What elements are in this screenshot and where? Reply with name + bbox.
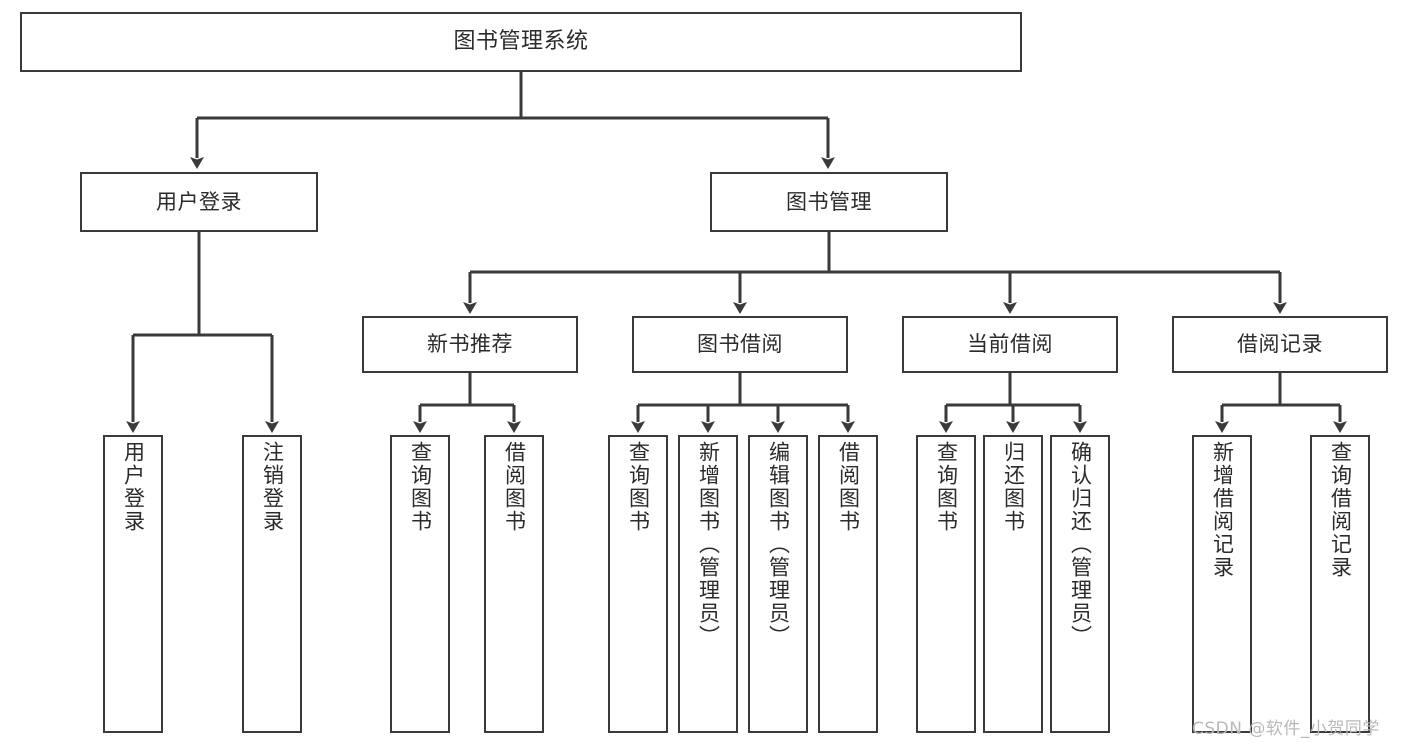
node-label: 图书管理系统 [453,29,589,55]
node-leaf-edit-book[interactable]: 编辑图书（管理员） [748,435,808,733]
node-label: 查询借阅记录 [1328,441,1353,579]
node-label: 用户登录 [121,441,146,533]
node-leaf-borrow-book-1[interactable]: 借阅图书 [484,435,544,733]
node-label: 查询图书 [408,441,433,533]
node-new-book-recommend[interactable]: 新书推荐 [362,316,578,373]
node-label: 借阅图书 [836,441,861,533]
node-label: 借阅记录 [1237,332,1323,357]
node-leaf-user-login[interactable]: 用户登录 [103,435,163,733]
node-leaf-query-record[interactable]: 查询借阅记录 [1310,435,1370,733]
node-book-management[interactable]: 图书管理 [710,172,948,232]
node-label: 新增借阅记录 [1210,441,1235,579]
node-leaf-add-book[interactable]: 新增图书（管理员） [678,435,738,733]
node-user-login[interactable]: 用户登录 [80,172,318,232]
node-label: 新书推荐 [427,332,513,357]
node-label: 当前借阅 [967,332,1053,357]
node-leaf-query-book-1[interactable]: 查询图书 [390,435,450,733]
node-book-management-system[interactable]: 图书管理系统 [20,12,1022,72]
node-book-borrow[interactable]: 图书借阅 [632,316,848,373]
node-leaf-add-record[interactable]: 新增借阅记录 [1192,435,1252,733]
node-label: 注销登录 [260,441,285,533]
node-label: 归还图书 [1001,441,1026,533]
node-leaf-query-book-2[interactable]: 查询图书 [608,435,668,733]
node-leaf-borrow-book-2[interactable]: 借阅图书 [818,435,878,733]
node-label: 新增图书（管理员） [696,441,721,648]
node-label: 借阅图书 [502,441,527,533]
node-label: 确认归还（管理员） [1068,441,1093,648]
node-label: 查询图书 [626,441,651,533]
node-label: 查询图书 [934,441,959,533]
node-label: 图书借阅 [697,332,783,357]
node-leaf-query-book-3[interactable]: 查询图书 [916,435,976,733]
node-current-borrow[interactable]: 当前借阅 [902,316,1118,373]
node-label: 用户登录 [156,189,242,214]
node-label: 编辑图书（管理员） [766,441,791,648]
node-leaf-logout[interactable]: 注销登录 [242,435,302,733]
node-label: 图书管理 [786,189,872,214]
node-leaf-return-book[interactable]: 归还图书 [983,435,1043,733]
node-leaf-confirm-return[interactable]: 确认归还（管理员） [1050,435,1110,733]
node-borrow-record[interactable]: 借阅记录 [1172,316,1388,373]
